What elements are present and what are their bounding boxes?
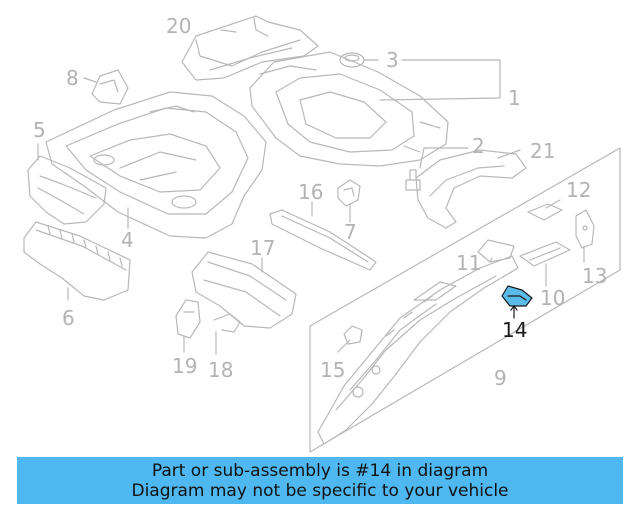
part-3-shape [339,52,365,68]
callout-3: 3 [386,48,399,72]
part-6-shape [23,221,131,301]
part-17-shape [191,251,297,329]
callout-7: 7 [344,220,357,244]
part-2-shape [405,169,421,191]
callout-10: 10 [540,286,566,310]
part-13-shape [575,209,595,249]
part-7-shape [337,179,361,207]
part-10-shape [519,241,571,267]
callout-15: 15 [320,358,346,382]
callout-13: 13 [582,264,608,288]
part-9-shape [317,255,519,445]
part-21-shape [415,149,527,229]
callout-17: 17 [250,236,276,260]
banner-line-2: Diagram may not be specific to your vehi… [131,480,509,501]
callout-2: 2 [472,134,485,158]
part-18-shape [213,313,241,333]
info-banner: Part or sub-assembly is #14 in diagram D… [17,457,623,504]
part-9-box [309,147,621,453]
callout-4: 4 [121,228,134,252]
callout-14: 14 [502,318,528,342]
part-14-shape [501,285,533,307]
callout-11: 11 [456,251,482,275]
callout-9: 9 [494,366,507,390]
callout-18: 18 [208,358,234,382]
callout-21: 21 [530,139,556,163]
callout-5: 5 [33,118,46,142]
part-20-shape [181,15,319,81]
part-5-shape [27,155,107,225]
callout-1: 1 [508,86,521,110]
part-19-shape [175,299,201,339]
part-8-shape [91,69,129,105]
part-15-shape [343,325,363,345]
parts-diagram [23,15,621,453]
callout-16: 16 [298,180,324,204]
part-11-shape [477,239,515,263]
callout-19: 19 [172,354,198,378]
part-4-shape [45,91,267,239]
part-12-shape [527,203,563,221]
leader-line-14 [510,305,518,319]
callout-20: 20 [166,14,192,38]
banner-line-1: Part or sub-assembly is #14 in diagram [151,460,489,481]
part-16-shape [269,209,377,271]
callout-12: 12 [566,178,592,202]
leader-lines [37,29,585,355]
callout-8: 8 [66,66,79,90]
part-1-shape [249,51,449,167]
callout-6: 6 [62,306,75,330]
